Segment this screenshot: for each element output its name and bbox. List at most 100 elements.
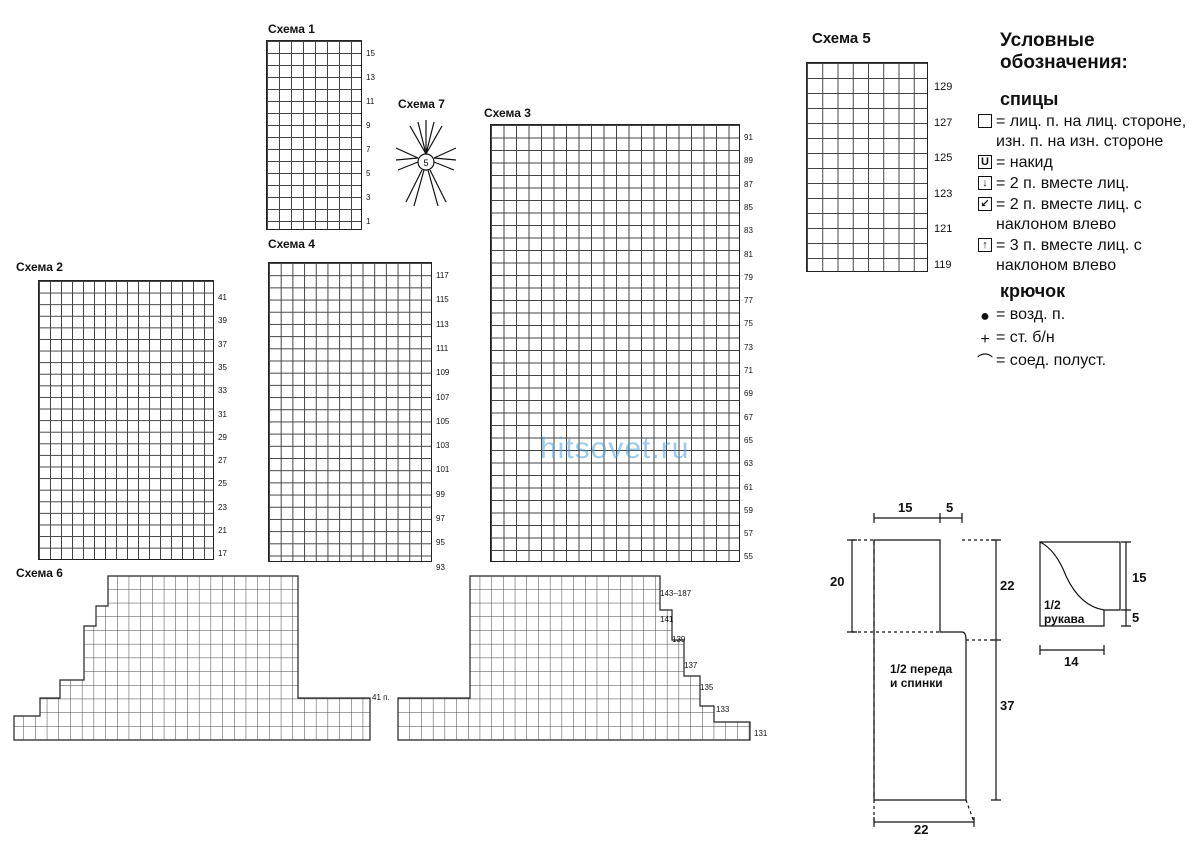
- legend-symbol-icon: ↑: [978, 238, 992, 253]
- row-number: 37: [218, 339, 227, 349]
- row-number: 81: [744, 249, 753, 259]
- row-number: 131: [754, 729, 768, 738]
- row-number: 5: [366, 169, 371, 178]
- legend-text: = лиц. п. на лиц. стороне, изн. п. на из…: [996, 113, 1187, 151]
- legend-text: = ст. б/н: [996, 328, 1055, 346]
- row-number: 91: [744, 133, 753, 142]
- dim-upper-side: 22: [1000, 578, 1015, 593]
- scheme-4-grid: [268, 262, 432, 562]
- row-number: 27: [218, 456, 227, 466]
- row-number: 107: [436, 392, 450, 402]
- row-number: 125: [934, 152, 953, 164]
- legend-text: = возд. п.: [996, 305, 1066, 323]
- row-number: 137: [684, 661, 698, 670]
- scheme-7-title: Схема 7: [398, 97, 445, 111]
- row-number: 7: [366, 145, 371, 154]
- row-number: 23: [218, 502, 227, 512]
- row-number: 41 п.: [372, 693, 390, 702]
- legend-symbol-icon: ●: [980, 307, 990, 325]
- legend-item: = лиц. п. на лиц. стороне, изн. п. на из…: [974, 112, 1194, 152]
- row-number: 99: [436, 489, 445, 499]
- scheme-4-title: Схема 4: [268, 237, 315, 251]
- legend-text: = 2 п. вместе лиц.: [996, 175, 1130, 193]
- row-number: 109: [436, 368, 450, 378]
- scheme-5-title: Схема 5: [812, 30, 871, 47]
- legend-item: + = ст. б/н: [974, 328, 1194, 350]
- scheme-5-grid: [806, 62, 928, 272]
- row-number: 87: [744, 179, 753, 189]
- row-number: 135: [700, 683, 714, 692]
- row-number: 77: [744, 296, 753, 306]
- watermark: hitsovet.ru: [540, 432, 690, 465]
- row-number: 121: [934, 223, 953, 235]
- legend-heading: Условные обозначения:: [1000, 30, 1128, 73]
- row-number: 143–187: [660, 589, 692, 598]
- row-number: 13: [366, 73, 375, 82]
- body-label: 1/2 переда и спинки: [890, 662, 953, 691]
- scheme-1-title: Схема 1: [268, 22, 315, 36]
- row-number: 111: [436, 343, 449, 353]
- row-number: 101: [436, 465, 450, 475]
- row-number: 139: [672, 635, 686, 644]
- scheme-7-motif: 5: [396, 120, 456, 207]
- row-number: 123: [934, 187, 953, 200]
- row-number: 127: [934, 116, 953, 129]
- legend-item: ↙= 2 п. вместе лиц. с наклоном влево: [974, 195, 1194, 235]
- row-number: 31: [218, 409, 227, 419]
- row-number: 63: [744, 459, 753, 469]
- scheme-3-title: Схема 3: [484, 106, 531, 120]
- row-number: 141: [660, 615, 674, 624]
- row-number: 17: [218, 549, 227, 559]
- legend-symbol-icon: +: [980, 330, 990, 348]
- row-number: 83: [744, 226, 753, 236]
- dim-sleeve-width: 14: [1064, 654, 1079, 669]
- legend-text: = накид: [996, 154, 1053, 172]
- row-number: 85: [744, 202, 753, 212]
- row-number: 119: [934, 258, 952, 271]
- row-number: 69: [744, 389, 753, 399]
- legend-text: = соед. полуст.: [996, 351, 1107, 369]
- scheme-1-grid: [266, 40, 362, 230]
- row-number: 65: [744, 435, 753, 445]
- row-number: 59: [744, 505, 753, 515]
- row-number: 29: [218, 432, 227, 442]
- legend-symbol-icon: U: [978, 155, 992, 170]
- legend-symbol-icon: [978, 114, 992, 129]
- legend: Условные обозначения: спицы = лиц. п. на…: [974, 30, 1194, 374]
- sleeve-label: 1/2 рукава: [1044, 598, 1085, 627]
- legend-text: = 3 п. вместе лиц. с наклоном влево: [996, 237, 1142, 275]
- dim-sleeve-height: 15: [1132, 570, 1147, 585]
- legend-hook-heading: крючок: [1000, 281, 1066, 302]
- row-number: 21: [218, 526, 227, 535]
- row-number: 61: [744, 482, 753, 492]
- scheme-6-title: Схема 6: [16, 566, 63, 580]
- row-number: 79: [744, 272, 753, 282]
- legend-needles-heading: спицы: [1000, 88, 1059, 109]
- row-number: 35: [218, 362, 227, 372]
- row-number: 9: [366, 121, 371, 130]
- dim-shoulder: 5: [946, 500, 954, 515]
- row-number: 115: [436, 295, 449, 305]
- row-number: 39: [218, 316, 227, 326]
- row-number: 3: [366, 193, 371, 202]
- row-number: 73: [744, 342, 753, 352]
- row-number: 71: [744, 366, 753, 375]
- row-number: 33: [218, 386, 227, 396]
- row-number: 75: [744, 319, 753, 329]
- legend-symbol-icon: ↓: [978, 176, 992, 191]
- row-number: 67: [744, 412, 753, 422]
- row-number: 89: [744, 156, 753, 166]
- row-number: 1: [366, 217, 371, 226]
- row-number: 117: [436, 271, 449, 280]
- row-number: 25: [218, 479, 227, 489]
- dim-top-width: 15: [898, 500, 913, 515]
- legend-item: ↓ = 2 п. вместе лиц.: [974, 174, 1194, 194]
- row-number: 15: [366, 49, 375, 58]
- legend-item: ⌒= соед. полуст.: [974, 351, 1194, 373]
- legend-symbol-icon: ↙: [978, 197, 992, 212]
- scheme-2-grid: [38, 280, 214, 560]
- row-number: 97: [436, 514, 445, 523]
- legend-item: ↑ = 3 п. вместе лиц. с наклоном влево: [974, 236, 1194, 276]
